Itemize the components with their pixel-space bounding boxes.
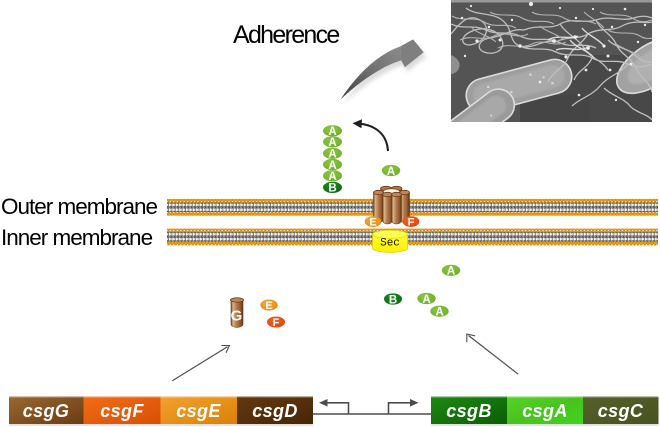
svg-text:F: F bbox=[273, 317, 280, 329]
svg-text:csgB: csgB bbox=[446, 401, 492, 421]
svg-text:A: A bbox=[328, 149, 336, 161]
svg-text:Sec: Sec bbox=[380, 237, 400, 249]
svg-text:csgA: csgA bbox=[522, 401, 568, 421]
svg-text:csgE: csgE bbox=[176, 401, 221, 421]
svg-text:A: A bbox=[435, 307, 443, 319]
svg-text:A: A bbox=[328, 137, 336, 149]
svg-text:A: A bbox=[387, 166, 395, 178]
svg-text:A: A bbox=[328, 171, 336, 183]
svg-text:Outer membrane: Outer membrane bbox=[1, 194, 158, 219]
svg-text:A: A bbox=[422, 294, 430, 306]
svg-text:Adherence: Adherence bbox=[233, 21, 339, 49]
svg-text:csgD: csgD bbox=[252, 401, 298, 421]
svg-text:B: B bbox=[389, 294, 397, 306]
svg-text:A: A bbox=[447, 266, 455, 278]
svg-text:A: A bbox=[328, 126, 336, 138]
svg-text:F: F bbox=[408, 217, 415, 229]
svg-text:E: E bbox=[369, 217, 376, 229]
svg-text:csgC: csgC bbox=[598, 401, 644, 421]
svg-text:Inner membrane: Inner membrane bbox=[1, 225, 153, 250]
svg-text:A: A bbox=[328, 160, 336, 172]
svg-text:B: B bbox=[328, 183, 336, 195]
svg-text:G: G bbox=[231, 308, 243, 325]
svg-text:csgG: csgG bbox=[23, 401, 70, 421]
svg-text:E: E bbox=[265, 300, 272, 312]
svg-text:csgF: csgF bbox=[100, 401, 144, 421]
